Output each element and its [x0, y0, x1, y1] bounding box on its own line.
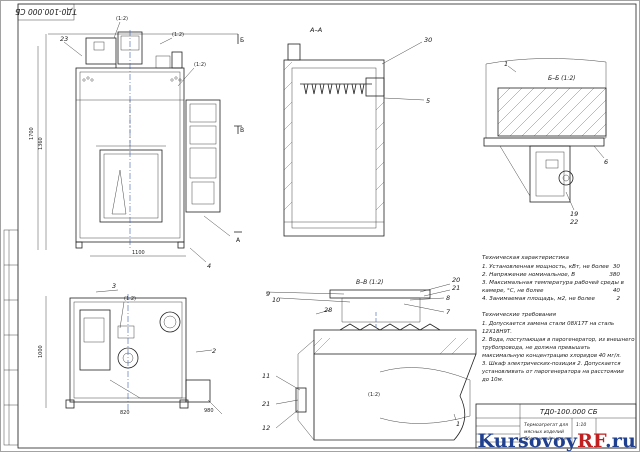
inner-frame [17, 3, 637, 449]
watermark-part1: Kursovoy [477, 430, 578, 452]
callout-vv-21b: 21 [262, 400, 270, 408]
title-block-line3: Сборочный чертеж [524, 436, 571, 442]
dim-front-width: 1100 [132, 250, 145, 256]
dim-plan-bottom: 820 [120, 410, 130, 416]
tech-req-line-2: 2. Вода, поступающая в парогенератор, из… [482, 337, 635, 343]
callout-front-4: 4 [207, 262, 211, 270]
tech-char-row-0: 1. Установленная мощность, кВт, не более [482, 264, 610, 270]
tech-char-val-0: 30 [613, 264, 621, 270]
dim-front-height: 1700 [29, 127, 35, 140]
tech-char-heading: Техническая характеристика [482, 255, 570, 261]
site-watermark: KursovoyRF.ru [478, 430, 636, 452]
left-stamp-strip [3, 229, 19, 446]
tech-req-line-7: до 10м. [481, 377, 503, 383]
plan-view: 1000 3 2 (1:2) 980 820 [38, 282, 223, 416]
title-block-line2: мясных изделий [524, 429, 564, 435]
title-block: ТД0-100.000 СБ Термоагрегат для мясных и… [475, 403, 637, 449]
rotated-code: ТД0-100.000 СБ [15, 7, 77, 16]
tech-req-line-5: 3. Шкаф электрических-позиция 2. Допуска… [482, 361, 621, 367]
title-block-line1: Термоагрегат для [524, 422, 568, 428]
section-vv-title: В–В (1:2) [356, 279, 383, 286]
tech-req-line-4: максимальную концентрацию хлоридов 40 мг… [482, 353, 621, 359]
view-marker-v: В [240, 127, 244, 134]
view-marker-b: Б [240, 37, 244, 44]
callout-vv-9: 9 [266, 290, 270, 298]
tech-char-row-1: 2. Напряжение номинальное, В [482, 272, 575, 278]
tech-char-row-2: 3. Максимальная температура рабочей сред… [482, 280, 624, 286]
section-bb-title: Б–Б (1:2) [548, 75, 575, 82]
dim-front-inner: 1360 [38, 137, 44, 150]
rotated-code-box: ТД0-100.000 СБ [15, 3, 77, 21]
section-aa: А–А 30 5 [283, 26, 432, 237]
title-block-scale: 1:10 [576, 422, 586, 428]
callout-vv-11: 11 [262, 372, 270, 380]
section-vv: В–В (1:2) 9 10 20 21 8 7 28 11 21 12 [262, 276, 477, 441]
tech-req-line-6: установливать от парогенератора на расст… [481, 369, 624, 375]
callout-vv-10: 10 [272, 296, 280, 304]
callout-vv-20: 20 [452, 276, 460, 284]
callout-vv-7: 7 [446, 308, 451, 316]
title-block-code: ТД0-100.000 СБ [540, 408, 598, 416]
tech-characteristics: Техническая характеристика 1. Установлен… [482, 255, 624, 302]
tech-req-line-3: трубопровода, не должна превышать [482, 345, 590, 351]
view-marker-a: А [236, 237, 241, 244]
front-view: 1700 1360 1100 [29, 16, 244, 270]
callout-plan-3: 3 [112, 282, 116, 290]
tech-char-val-1: 380 [609, 272, 620, 278]
callout-vv-28: 28 [324, 306, 332, 314]
tech-req-heading: Технические требования [482, 312, 557, 318]
tech-req-line-1: 12Х18Н9Т. [482, 329, 512, 335]
dim-front-scale1: (1:2) [116, 16, 128, 22]
callout-bb-19: 19 [570, 210, 578, 218]
callout-bb-22: 22 [570, 218, 578, 226]
callout-vv-21: 21 [452, 284, 460, 292]
callout-plan-2: 2 [212, 347, 216, 355]
callout-vv-8: 8 [446, 294, 450, 302]
callout-vv-1: 1 [456, 420, 460, 428]
callout-vv-12: 12 [262, 424, 270, 432]
tech-char-row-4: 4. Занимаемая площадь, м2, не более [482, 296, 595, 302]
watermark-part3: .ru [604, 430, 636, 452]
dim-front-scale3: (1:2) [194, 62, 206, 68]
callout-front-23: 23 [60, 35, 68, 43]
tech-requirements: Технические требования 1. Допускается за… [481, 312, 635, 383]
dim-plan-scale: (1:2) [124, 296, 136, 302]
tech-char-row-3: камере, °С, не более [482, 288, 544, 294]
section-aa-title: А–А [309, 26, 322, 34]
section-bb: Б–Б (1:2) 1 6 19 22 [483, 58, 608, 226]
tech-req-line-0: 1. Допускается замена стали 08Х17Т на ст… [482, 321, 614, 327]
dim-vv-scale: (1:2) [368, 392, 380, 398]
watermark-part2: RF [577, 430, 605, 452]
dim-plan-height: 1000 [38, 345, 44, 358]
callout-aa-5: 5 [426, 97, 430, 105]
tech-char-val-2: 40 [613, 288, 621, 294]
callout-bb-1: 1 [504, 60, 508, 68]
dim-plan-right: 980 [204, 408, 214, 414]
callout-bb-6: 6 [604, 158, 608, 166]
tech-char-val-4: 2 [616, 296, 620, 302]
dim-front-scale2: (1:2) [172, 32, 184, 38]
callout-aa-30: 30 [424, 36, 432, 44]
